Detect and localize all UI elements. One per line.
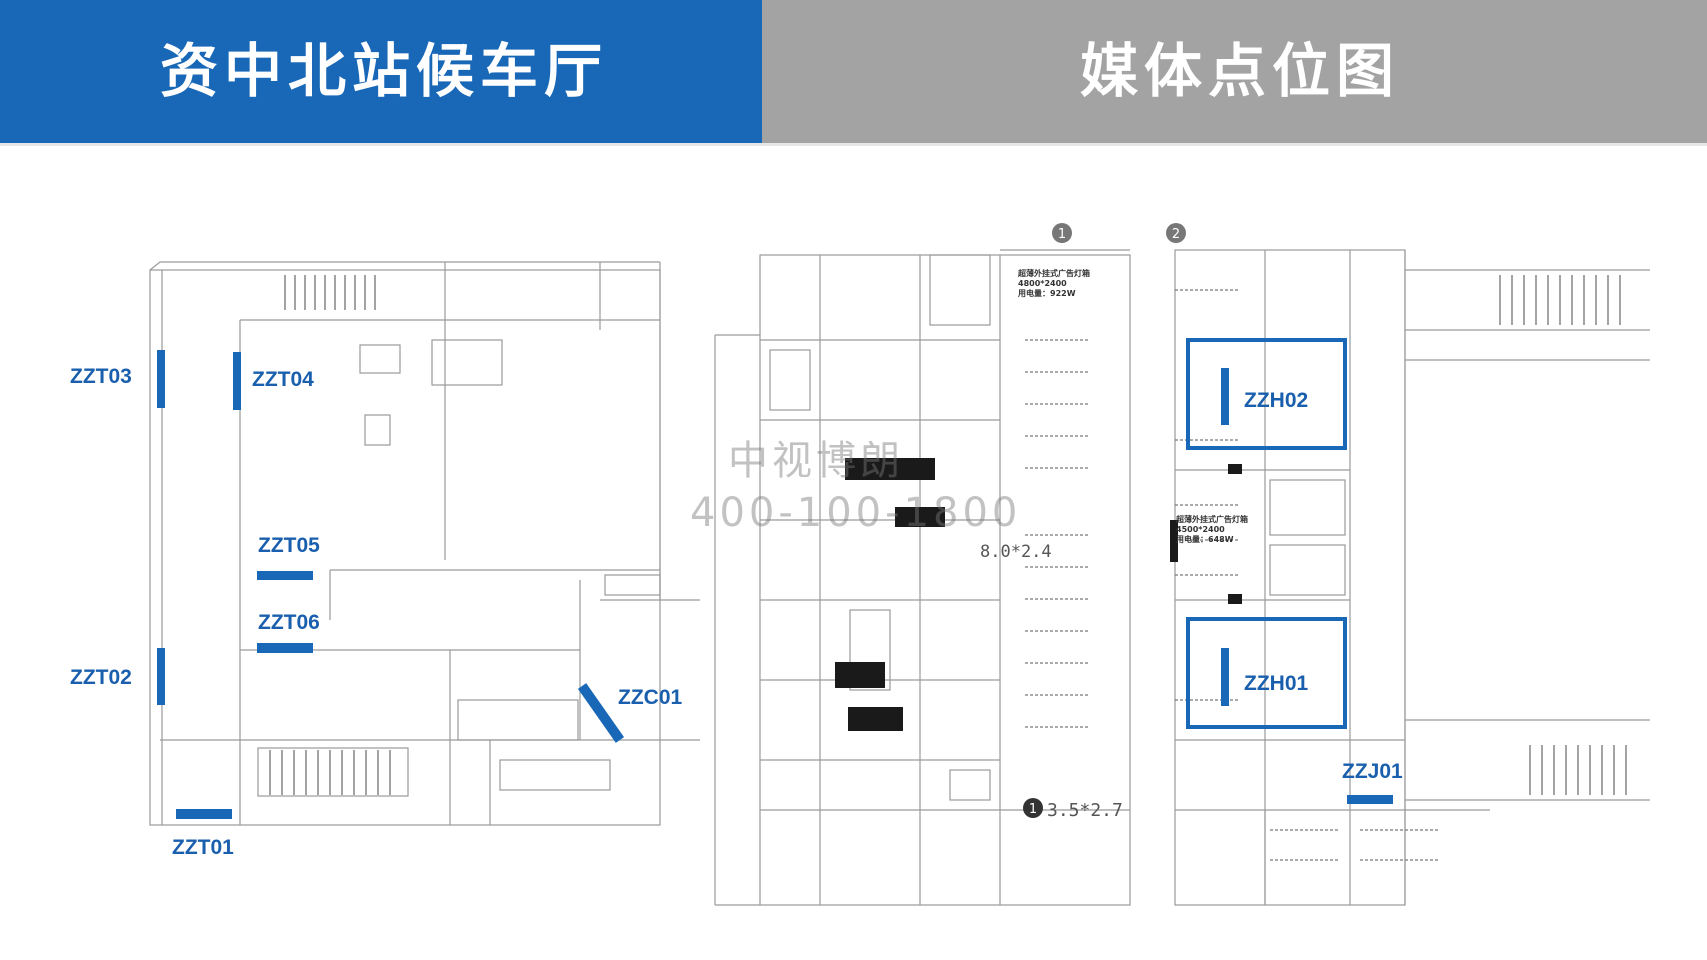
axis-marker-1-bottom: 1	[1023, 798, 1043, 818]
zzc01-label: ZZC01	[618, 686, 683, 709]
zzt02-label: ZZT02	[70, 666, 132, 689]
zzt01-marker[interactable]	[176, 809, 232, 819]
lightbox-2-label: 超薄外挂式广告灯箱	[1175, 514, 1248, 524]
map-title: 媒体点位图	[1080, 37, 1401, 105]
zzt03-label: ZZT03	[70, 365, 132, 388]
zzt06-label: ZZT06	[258, 611, 320, 634]
lightbox-1-power: 用电量：922W	[1017, 288, 1076, 298]
zzj01-marker[interactable]	[1347, 795, 1393, 804]
zzt01-label: ZZT01	[172, 836, 234, 859]
lightbox-2-power: 用电量：648W	[1175, 534, 1234, 544]
zzh01-label: ZZH01	[1244, 672, 1309, 695]
watermark-line1: 中视博朗	[728, 438, 904, 484]
zzt05-marker[interactable]	[257, 571, 313, 580]
zzt06-marker[interactable]	[257, 643, 313, 653]
header-divider	[0, 143, 1707, 146]
lightbox-1-size: 4800*2400	[1018, 279, 1067, 288]
svg-text:1: 1	[1058, 227, 1066, 242]
size-label-bottom: 3.5*2.7	[1047, 800, 1123, 821]
lightbox-2-size: 4500*2400	[1176, 525, 1225, 534]
svg-text:1: 1	[1029, 802, 1037, 817]
zzt03-marker[interactable]	[157, 350, 165, 408]
zzj01-label: ZZJ01	[1342, 760, 1403, 783]
zzh01-marker[interactable]	[1221, 648, 1229, 706]
axis-marker-1: 1	[1052, 223, 1072, 243]
watermark-line2: 400-100-1800	[690, 490, 1022, 536]
zzt04-marker[interactable]	[233, 352, 241, 410]
zzh02-marker[interactable]	[1221, 368, 1229, 425]
zzh02-box[interactable]	[1186, 338, 1347, 450]
size-label-middle: 8.0*2.4	[980, 542, 1052, 562]
zzh01-box[interactable]	[1186, 617, 1347, 729]
svg-text:2: 2	[1172, 227, 1180, 242]
zzt05-label: ZZT05	[258, 534, 320, 557]
zzt02-marker[interactable]	[157, 648, 165, 705]
lightbox-1-label: 超薄外挂式广告灯箱	[1017, 268, 1090, 278]
zzt04-label: ZZT04	[252, 368, 314, 391]
header-left-banner	[0, 0, 762, 143]
station-title: 资中北站候车厅	[160, 37, 609, 105]
header-right-banner	[762, 0, 1707, 143]
zzh02-label: ZZH02	[1244, 389, 1309, 412]
axis-marker-2: 2	[1166, 223, 1186, 243]
